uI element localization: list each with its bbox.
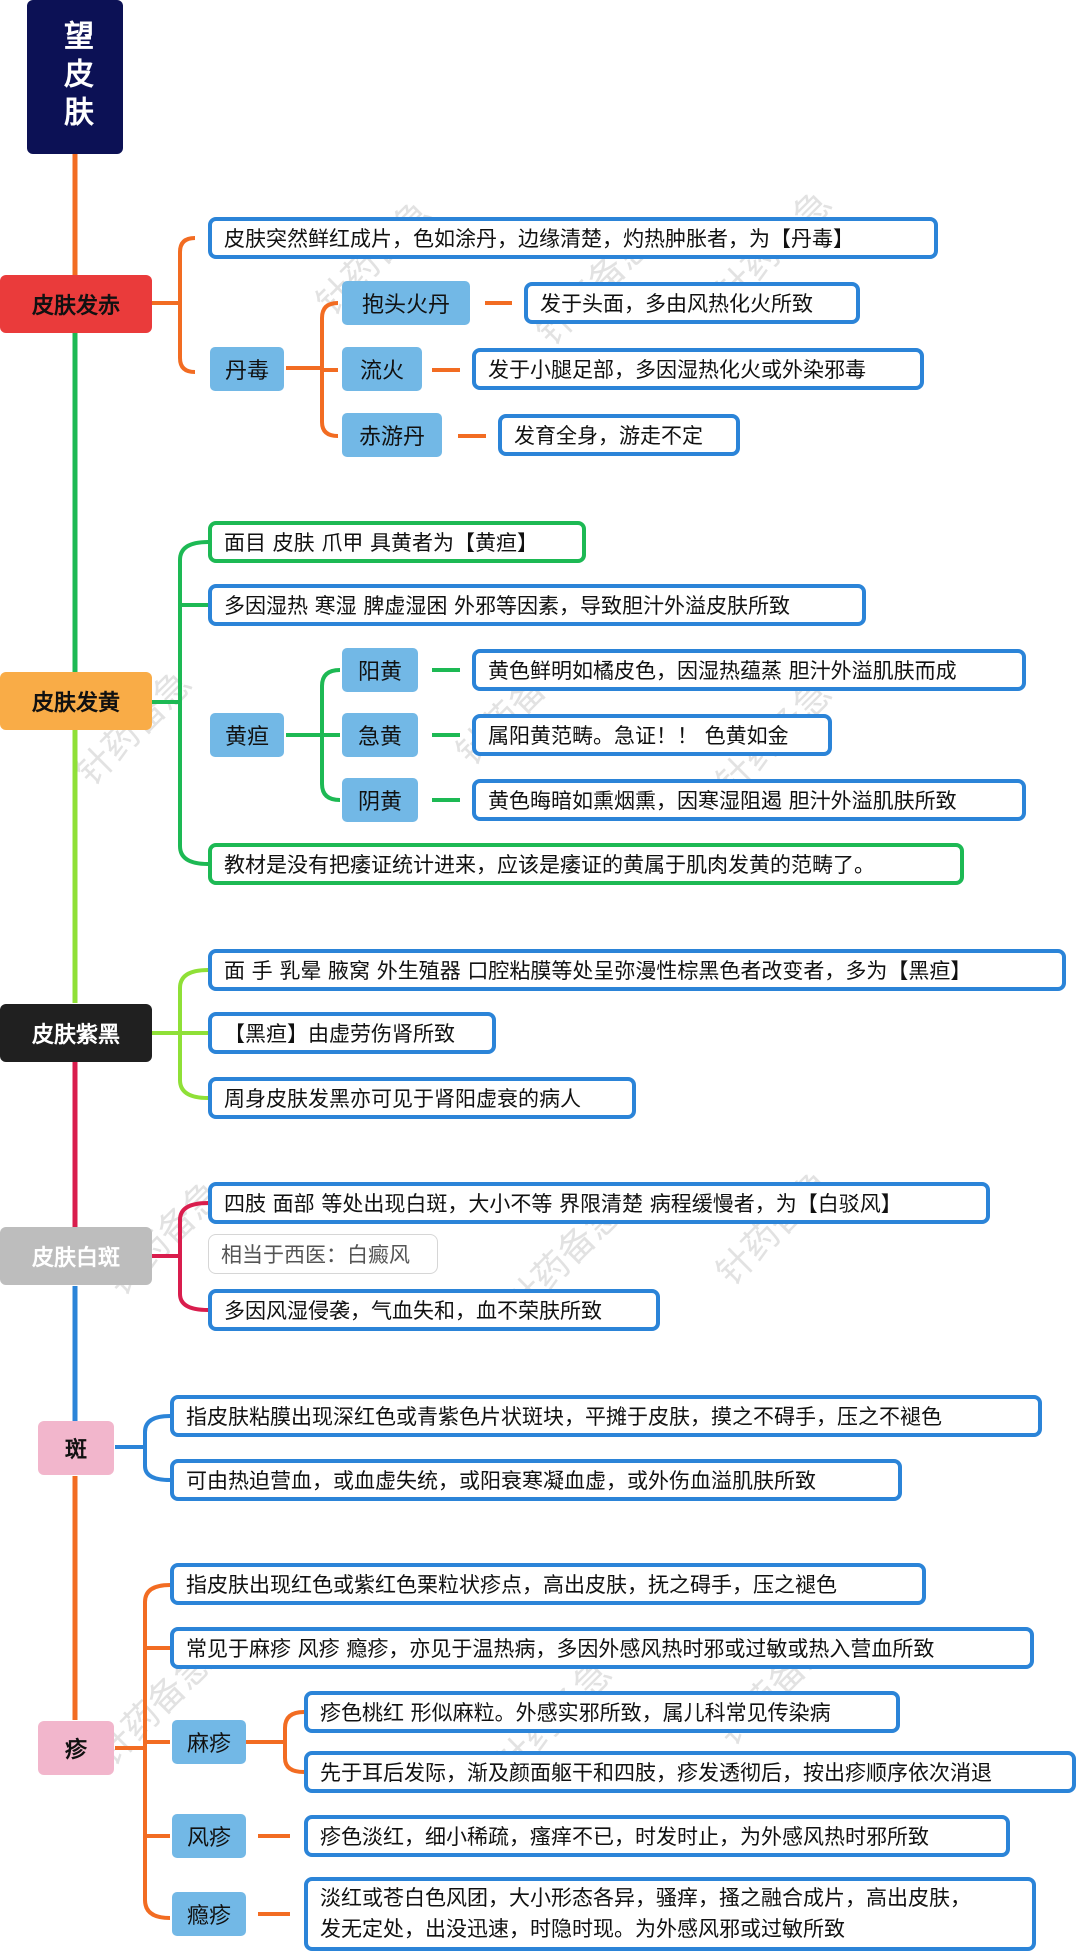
yang-jaundice: 阳黄 — [342, 648, 418, 692]
erysipelas-head: 抱头火丹 — [342, 281, 470, 325]
darkening-cause: 【黑疸】由虚劳伤肾所致 — [208, 1012, 496, 1054]
category-yellowing: 皮肤发黄 — [0, 672, 152, 730]
category-macule: 斑 — [38, 1421, 114, 1475]
category-redness: 皮肤发赤 — [0, 275, 152, 333]
urticaria: 瘾疹 — [172, 1892, 246, 1936]
darkening-note: 周身皮肤发黑亦可见于肾阳虚衰的病人 — [208, 1077, 636, 1119]
erysipelas-head-text: 发于头面，多由风热化火所致 — [524, 282, 860, 324]
measles-text-1: 疹色桃红 形似麻粒。外感实邪所致，属儿科常见传染病 — [304, 1691, 900, 1733]
rash-description: 指皮肤出现红色或紫红色栗粒状疹点，高出皮肤，抚之碍手，压之褪色 — [170, 1563, 926, 1605]
category-rash: 疹 — [38, 1721, 114, 1775]
yin-jaundice: 阴黄 — [342, 778, 418, 822]
jaundice-group: 黄疸 — [210, 713, 284, 757]
acute-jaundice: 急黄 — [342, 713, 418, 757]
urticaria-text: 淡红或苍白色风团，大小形态各异，骚痒，搔之融合成片，高出皮肤， 发无定处，出没迅… — [304, 1877, 1036, 1951]
erysipelas-leg: 流火 — [342, 347, 422, 391]
yang-jaundice-text: 黄色鲜明如橘皮色，因湿热蕴蒸 胆汁外溢肌肤而成 — [472, 649, 1026, 691]
vitiligo-cause: 多因风湿侵袭，气血失和，血不荣肤所致 — [208, 1289, 660, 1331]
redness-description: 皮肤突然鲜红成片，色如涂丹，边缘清楚，灼热肿胀者，为【丹毒】 — [208, 217, 938, 259]
rash-cause: 常见于麻疹 风疹 瘾疹，亦见于温热病，多因外感风热时邪或过敏或热入营血所致 — [170, 1627, 1034, 1669]
jaundice-cause: 多因湿热 寒湿 脾虚湿困 外邪等因素，导致胆汁外溢皮肤所致 — [208, 584, 866, 626]
erysipelas-leg-text: 发于小腿足部，多因湿热化火或外染邪毒 — [472, 348, 924, 390]
macule-cause: 可由热迫营血，或血虚失统，或阳衰寒凝血虚，或外伤血溢肌肤所致 — [170, 1459, 902, 1501]
urticaria-text-line-1: 淡红或苍白色风团，大小形态各异，骚痒，搔之融合成片，高出皮肤， — [320, 1886, 971, 1910]
urticaria-text-line-2: 发无定处，出没迅速，时隐时现。为外感风邪或过敏所致 — [320, 1917, 845, 1941]
rubella-text: 疹色淡红，细小稀疏，瘙痒不已，时发时止，为外感风热时邪所致 — [304, 1815, 1010, 1857]
page-title: 望皮肤 — [27, 0, 123, 154]
jaundice-note: 教材是没有把痿证统计进来，应该是痿证的黄属于肌肉发黄的范畴了。 — [208, 843, 964, 885]
page-title-text: 望皮肤 — [58, 20, 93, 134]
category-darkening: 皮肤紫黑 — [0, 1004, 152, 1062]
darkening-description: 面 手 乳晕 腋窝 外生殖器 口腔粘膜等处呈弥漫性棕黑色者改变者，多为【黑疸】 — [208, 949, 1066, 991]
jaundice-definition: 面目 皮肤 爪甲 具黄者为【黄疸】 — [208, 521, 586, 563]
yin-jaundice-text: 黄色晦暗如熏烟熏，因寒湿阻遏 胆汁外溢肌肤所致 — [472, 779, 1026, 821]
erysipelas-group: 丹毒 — [210, 347, 284, 391]
category-white-patches: 皮肤白斑 — [0, 1227, 152, 1285]
vitiligo-western-name: 相当于西医：白癜风 — [208, 1234, 438, 1274]
acute-jaundice-text: 属阳黄范畴。急证！！ 色黄如金 — [472, 714, 832, 756]
macule-description: 指皮肤粘膜出现深红色或青紫色片状斑块，平摊于皮肤，摸之不碍手，压之不褪色 — [170, 1395, 1042, 1437]
vitiligo-description: 四肢 面部 等处出现白斑，大小不等 界限清楚 病程缓慢者，为【白驳风】 — [208, 1182, 990, 1224]
erysipelas-migratory-text: 发育全身，游走不定 — [498, 414, 740, 456]
measles-text-2: 先于耳后发际，渐及颜面躯干和四肢，疹发透彻后，按出疹顺序依次消退 — [304, 1751, 1076, 1793]
rubella: 风疹 — [172, 1814, 246, 1858]
measles: 麻疹 — [172, 1720, 246, 1764]
erysipelas-migratory: 赤游丹 — [342, 413, 442, 457]
